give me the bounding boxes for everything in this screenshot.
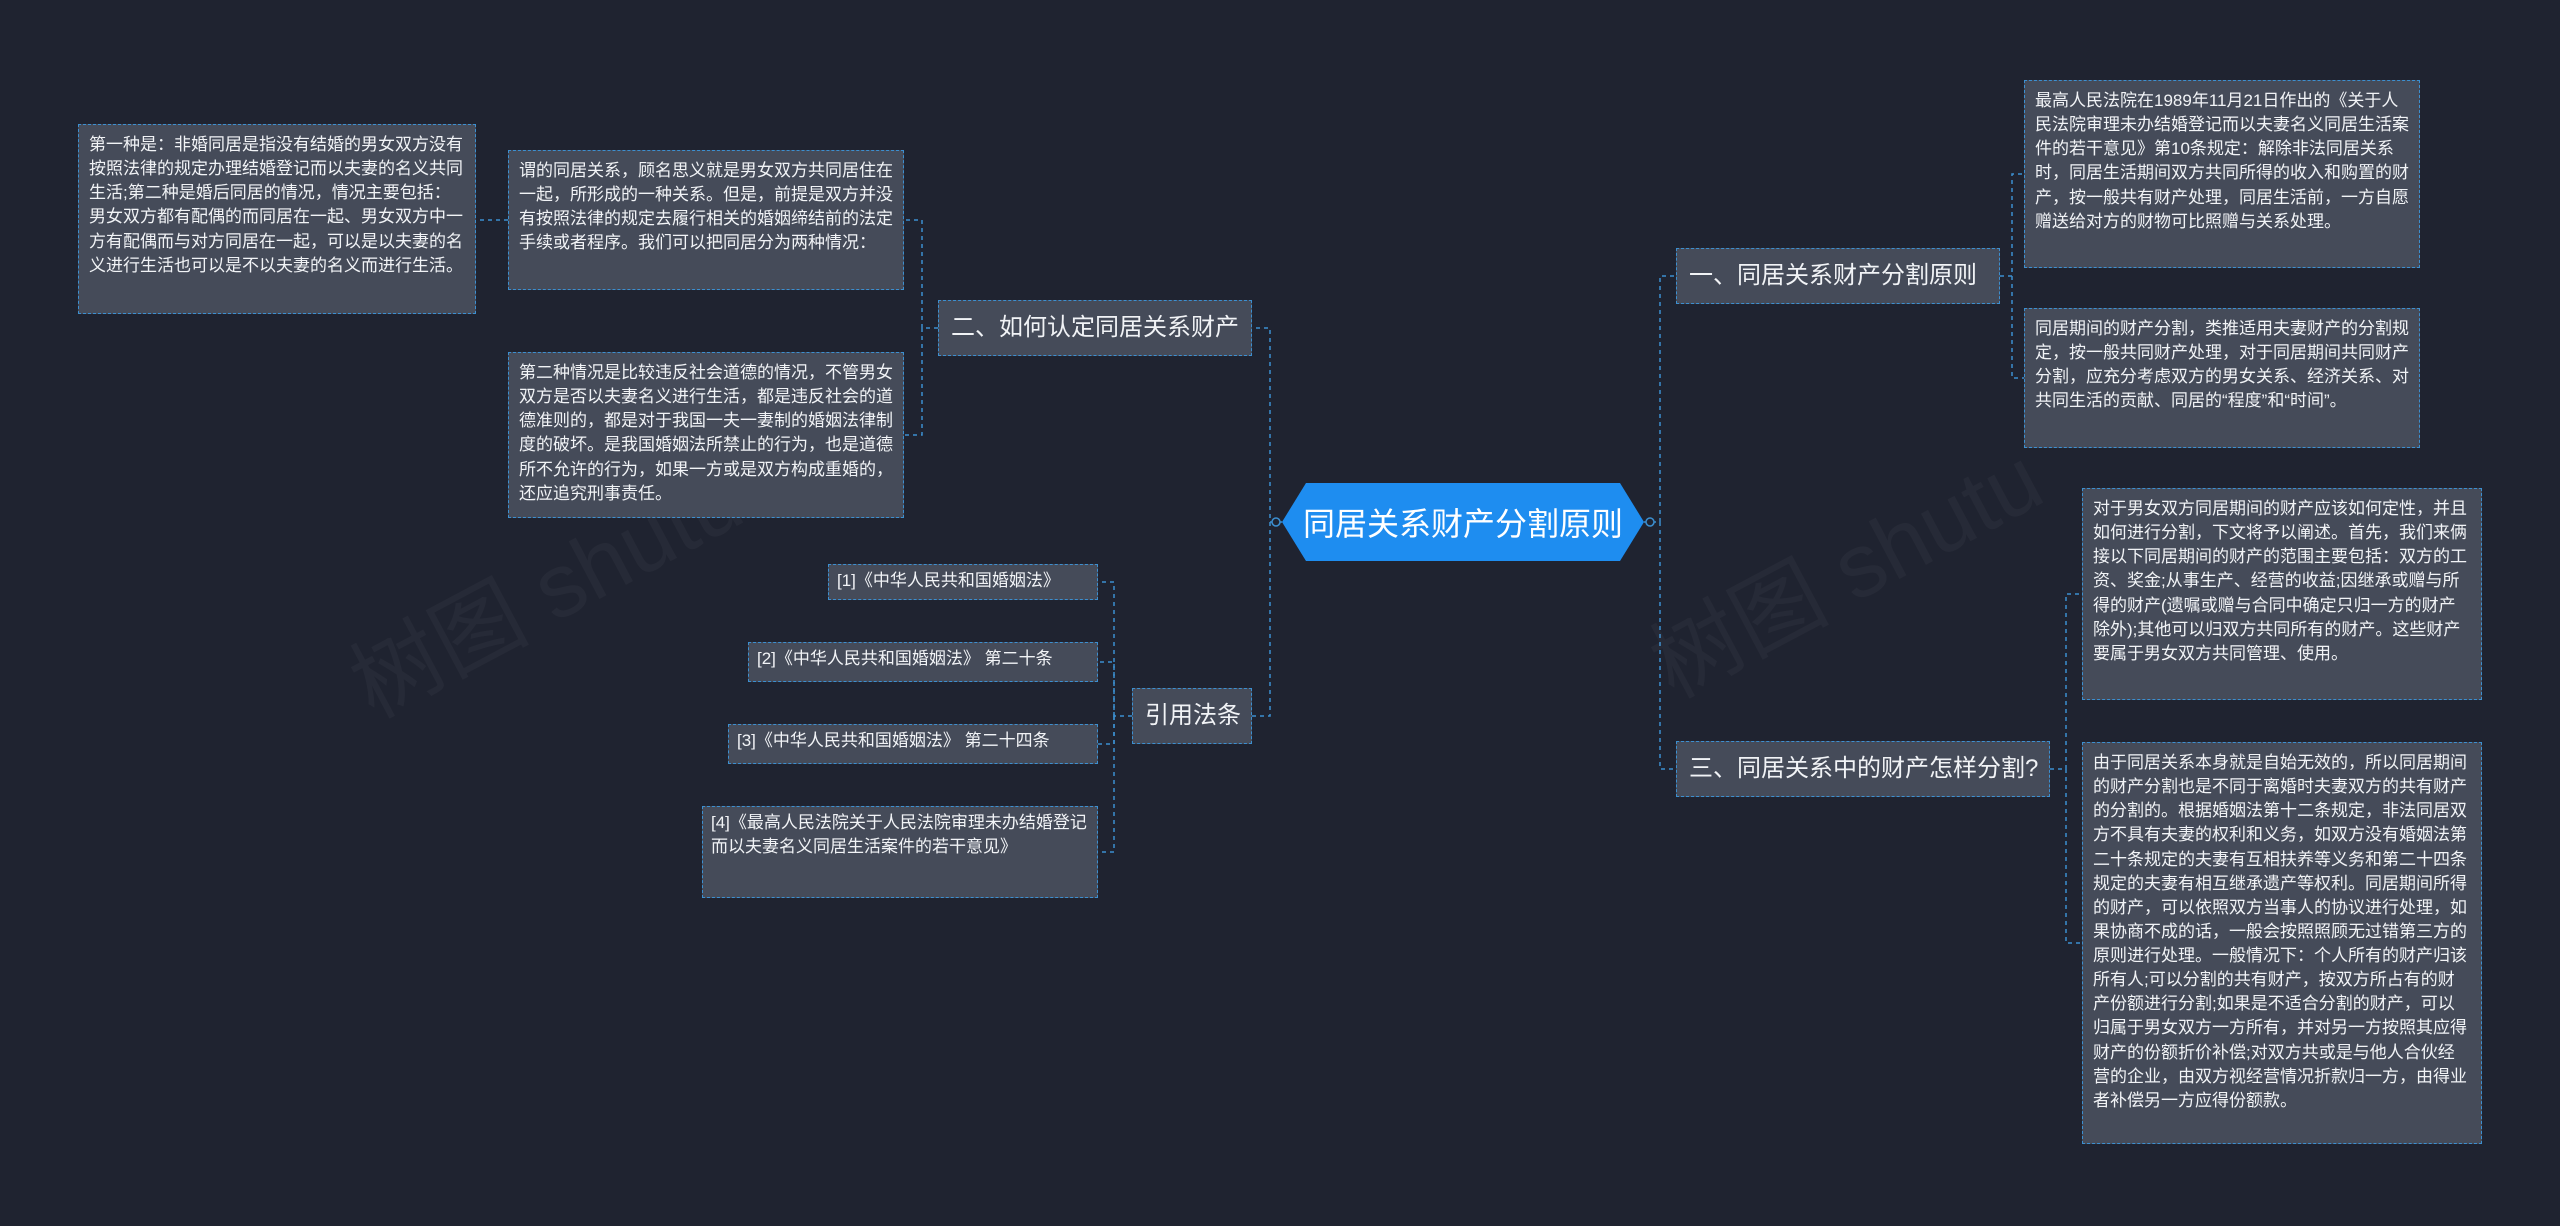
connector-line [1644,275,1676,523]
reference-item[interactable]: [2]《中华人民共和国婚姻法》 第二十条 [748,642,1098,682]
detail-property-scope[interactable]: 对于男女双方同居期间的财产应该如何定性，并且如何进行分割，下文将予以阐述。首先，… [2082,488,2482,700]
connector-line [1098,661,1115,716]
branch-how-to-divide[interactable]: 三、同居关系中的财产怎样分割? [1676,741,2050,797]
connector-line [1098,716,1115,745]
connector-line [1098,581,1132,717]
connector-line [904,219,938,329]
root-topic[interactable]: 同居关系财产分割原则 [1282,483,1644,561]
detail-analogy-marital-property[interactable]: 同居期间的财产分割，类推适用夫妻财产的分割规定，按一般共同财产处理，对于同居期间… [2024,308,2420,448]
connector-line [1098,716,1115,853]
connector-handle [1271,517,1281,527]
detail-1989-opinion[interactable]: 最高人民法院在1989年11月21日作出的《关于人民法院审理未办结婚登记而以夫妻… [2024,80,2420,268]
connector-line [1252,327,1282,523]
detail-second-situation[interactable]: 第二种情况是比较违反社会道德的情况，不管男女双方是否以夫妻名义进行生活，都是违反… [508,352,904,518]
branch-identify-property[interactable]: 二、如何认定同居关系财产 [938,300,1252,356]
connector-line [2000,173,2024,277]
connector-line [1252,522,1271,717]
connector-line [2065,769,2082,944]
branch-division-principle[interactable]: 一、同居关系财产分割原则 [1676,248,2000,304]
connector-line [2050,593,2082,770]
connector-handle [1645,517,1655,527]
connector-line [2011,276,2024,379]
connector-line [904,328,923,436]
reference-item[interactable]: [3]《中华人民共和国婚姻法》 第二十四条 [728,724,1098,764]
branch-cited-laws[interactable]: 引用法条 [1132,688,1252,744]
reference-item[interactable]: [4]《最高人民法院关于人民法院审理未办结婚登记而以夫妻名义同居生活案件的若干意… [702,806,1098,898]
reference-item[interactable]: [1]《中华人民共和国婚姻法》 [828,564,1098,600]
detail-division-rules[interactable]: 由于同居关系本身就是自始无效的，所以同居期间的财产分割也是不同于离婚时夫妻双方的… [2082,742,2482,1144]
detail-first-situation[interactable]: 第一种是：非婚同居是指没有结婚的男女双方没有按照法律的规定办理结婚登记而以夫妻的… [78,124,476,314]
detail-cohabitation-definition[interactable]: 谓的同居关系，顾名思义就是男女双方共同居住在一起，所形成的一种关系。但是，前提是… [508,150,904,290]
connector-line [1659,522,1676,770]
